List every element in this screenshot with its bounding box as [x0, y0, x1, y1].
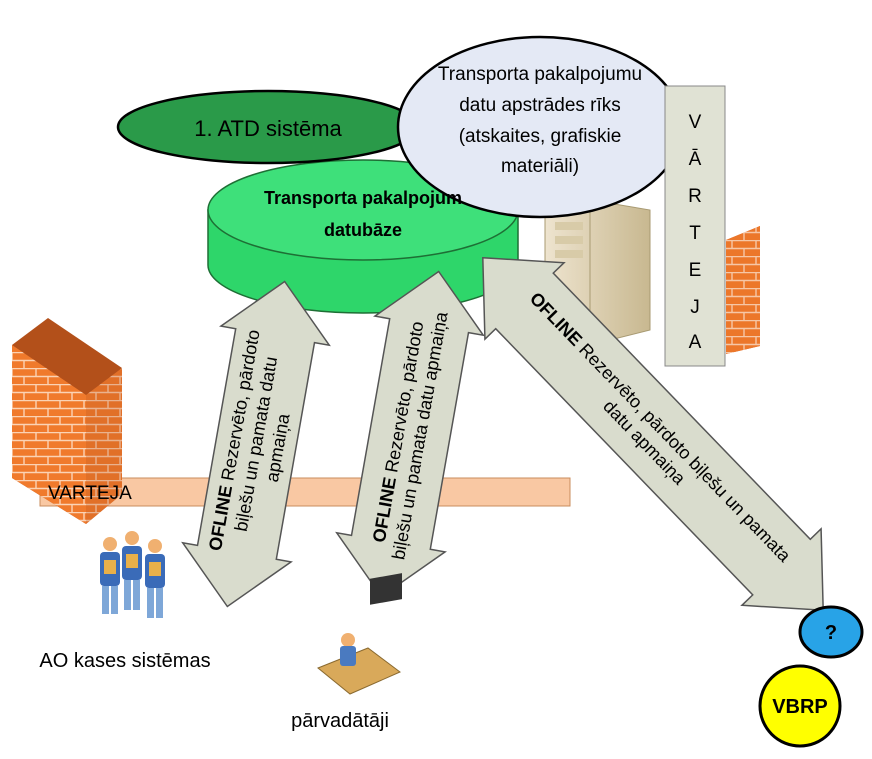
gateway-horizontal-bar [39, 477, 571, 507]
gateway-letter: T [689, 223, 701, 244]
question-label: ? [825, 622, 837, 644]
atd-system-label: 1. ATD sistēma [194, 116, 342, 141]
gateway-vertical-box [664, 85, 726, 367]
vbrp-circle [758, 664, 842, 748]
firewall-left-icon [12, 318, 122, 524]
tool-label-line3: (atskaites, grafiskie [459, 126, 622, 147]
tool-label-line1: Transporta pakalpojumu [438, 64, 642, 85]
gateway-letter: J [690, 297, 700, 318]
gateway-letter: R [688, 186, 702, 207]
ao-cash-systems-label: AO kases sistēmas [39, 650, 210, 672]
workstation-icon [317, 573, 402, 695]
gateway-letter: E [689, 260, 702, 281]
vbrp-label: VBRP [772, 696, 828, 718]
gateway-vertical-label: V Ā R T E J A [688, 112, 702, 353]
tool-label-line2: datu apstrādes rīks [459, 95, 621, 116]
gateway-letter: Ā [689, 149, 702, 170]
database-label-line2: datubāze [324, 220, 402, 240]
gateway-letter: V [689, 112, 702, 133]
people-icon [100, 531, 165, 618]
arrow-left [181, 280, 331, 608]
question-ellipse [798, 605, 864, 659]
database-label-line1: Transporta pakalpojum [264, 188, 462, 208]
firewall-right-icon [726, 226, 760, 354]
gateway-horizontal-label: VARTEJA [48, 483, 132, 504]
gateway-letter: A [689, 332, 702, 353]
arrow-mid [335, 270, 485, 598]
tool-label-line4: materiāli) [501, 156, 579, 177]
carriers-label: pārvadātāji [291, 710, 389, 732]
arrow-right [482, 256, 824, 612]
